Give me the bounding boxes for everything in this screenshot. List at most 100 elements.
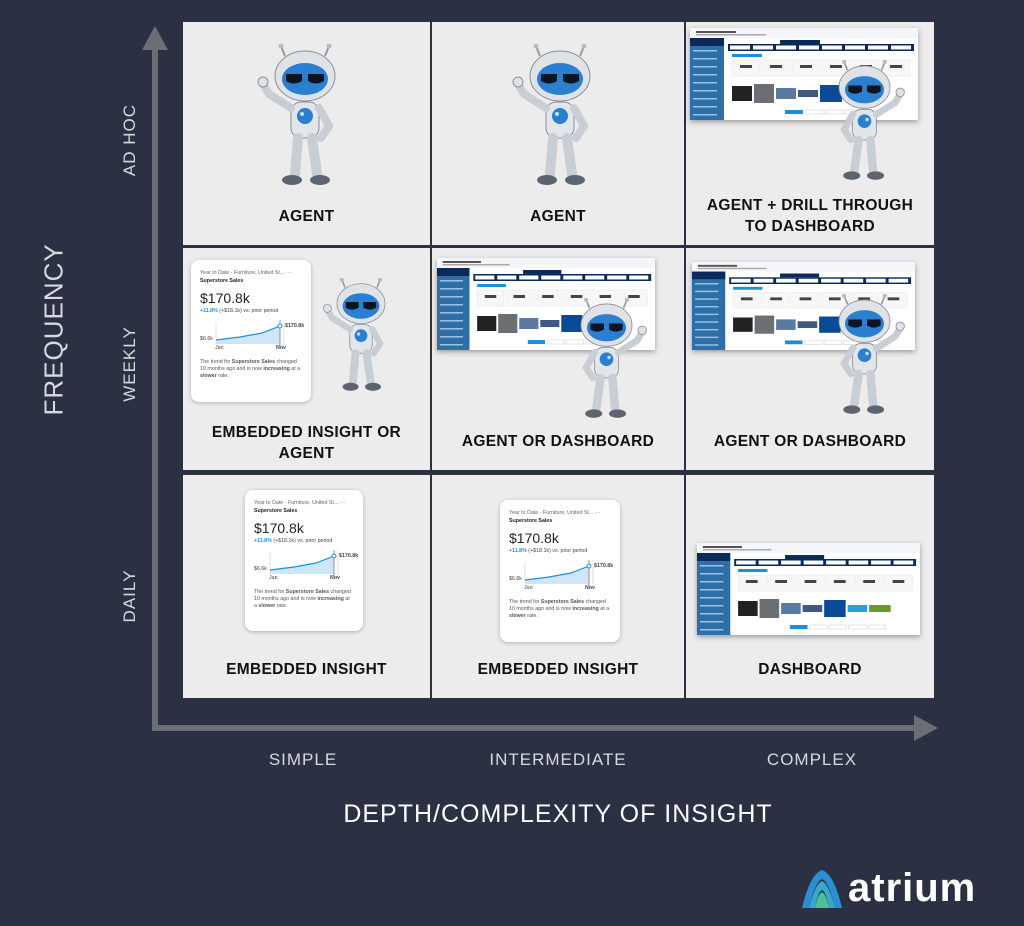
description-text: at a: [254, 596, 350, 609]
robot-icon: [838, 59, 905, 180]
change-rest: (+$18.1k) vs. prior period: [271, 538, 333, 544]
x-level-complex: COMPLEX: [766, 750, 858, 769]
change-pct: +11.8%: [200, 308, 218, 314]
dashboard-preview: [697, 543, 920, 635]
dashboard-preview: [690, 28, 918, 120]
cell-daily-simple: Year to Date - Furniture, United St... ·…: [183, 475, 430, 698]
description-text: slower: [258, 603, 276, 609]
change-pct: +11.8%: [254, 538, 272, 544]
logo-text: atrium: [848, 866, 977, 910]
description-text: changed 10 months ago and is now: [254, 589, 351, 602]
robot-agent-illustration: [255, 43, 355, 199]
insight-subtitle-text: Year to Date - Furniture, United St...: [254, 500, 339, 506]
x-end-label: Nov: [276, 345, 287, 351]
embedded-insight-card: Year to Date - Furniture, United St... ·…: [500, 500, 620, 642]
insight-description: The trend for Superstore Sales changed 1…: [509, 599, 611, 620]
insight-subtitle: Year to Date - Furniture, United St... ·…: [509, 510, 611, 516]
x-axis-title: DEPTH/COMPLEXITY OF INSIGHT: [343, 800, 773, 828]
robot-icon: [257, 43, 336, 185]
insight-change: +11.8% (+$18.1k) vs. prior period: [509, 548, 611, 554]
more-icon[interactable]: ···: [339, 500, 346, 506]
description-text: Superstore Sales: [285, 589, 330, 595]
axis-end-label: $170.8k: [339, 553, 359, 559]
y-level-daily: DAILY: [120, 569, 139, 623]
cell-weekly-intermediate: AGENT OR DASHBOARD: [432, 248, 684, 470]
axis-end-label: $170.8k: [285, 323, 305, 329]
robot-icon: [323, 277, 386, 391]
x-start-label: Jan: [215, 345, 224, 351]
robot-icon: [580, 297, 647, 418]
axis-min-label: $6.6k: [200, 336, 213, 342]
description-text: The trend for: [200, 359, 232, 365]
insight-sparkline: $6.6k $170.8k Jan Nov: [509, 558, 614, 594]
x-start-label: Jan: [524, 585, 533, 591]
more-icon[interactable]: ···: [285, 270, 292, 276]
embedded-insight-card: Year to Date - Furniture, United St... ·…: [191, 260, 311, 402]
description-text: slower: [200, 373, 217, 379]
label-line: TO DASHBOARD: [745, 218, 875, 235]
insight-title: Superstore Sales: [200, 278, 244, 284]
more-icon[interactable]: ···: [594, 510, 601, 516]
label-line: EMBEDDED INSIGHT OR: [211, 424, 402, 441]
axis-min-label: $6.6k: [509, 576, 522, 582]
insight-value: $170.8k: [200, 290, 250, 306]
cell-label: AGENT + DRILL THROUGH TO DASHBOARD: [686, 195, 934, 237]
description-text: Superstore Sales: [231, 359, 276, 365]
cell-label: AGENT OR DASHBOARD: [461, 433, 655, 450]
change-rest: (+$18.1k) vs. prior period: [526, 548, 588, 554]
description-text: The trend for: [254, 589, 286, 595]
insight-description: The trend for Superstore Sales changed 1…: [200, 359, 302, 380]
description-text: at a: [598, 606, 610, 612]
robot-icon: [838, 293, 905, 414]
robot-agent-illustration: [510, 43, 610, 199]
label-line: AGENT + DRILL THROUGH: [706, 197, 914, 214]
cell-label: AGENT: [278, 208, 335, 225]
x-axis-arrow-icon: [914, 715, 938, 741]
insight-change: +11.8% (+$18.1k) vs. prior period: [254, 538, 354, 544]
description-text: Superstore Sales: [540, 599, 585, 605]
label-line: AGENT: [278, 445, 335, 462]
robot-icon: [512, 43, 591, 185]
cell-label: DASHBOARD: [758, 661, 862, 678]
insight-subtitle-text: Year to Date - Furniture, United St...: [200, 270, 285, 276]
cell-daily-intermediate: Year to Date - Furniture, United St... ·…: [432, 475, 684, 698]
axis-end-label: $170.8k: [594, 563, 614, 569]
insight-title: Superstore Sales: [254, 508, 298, 514]
description-text: at a: [289, 366, 301, 372]
change-rest: (+$18.1k) vs. prior period: [217, 308, 279, 314]
insight-subtitle: Year to Date - Furniture, United St... ·…: [254, 500, 354, 506]
cell-adhoc-intermediate: AGENT: [432, 22, 684, 245]
cell-weekly-simple: Year to Date - Furniture, United St... ·…: [183, 248, 430, 470]
y-axis-arrow-icon: [142, 26, 168, 50]
description-text: The trend for: [509, 599, 541, 605]
atrium-logo: atrium: [800, 866, 976, 911]
change-pct: +11.8%: [509, 548, 527, 554]
description-text: increasing: [317, 596, 344, 602]
y-level-adhoc: AD HOC: [120, 103, 139, 177]
cell-adhoc-complex: AGENT + DRILL THROUGH TO DASHBOARD: [686, 22, 934, 245]
cell-label: EMBEDDED INSIGHT OR AGENT: [183, 422, 430, 464]
cell-label: EMBEDDED INSIGHT: [226, 661, 387, 678]
dashboard-thumbnail: [697, 543, 920, 635]
atrium-arch-icon: [802, 869, 842, 908]
description-text: changed 10 months ago and is now: [200, 359, 297, 372]
insight-description: The trend for Superstore Sales changed 1…: [254, 589, 354, 610]
insight-value: $170.8k: [509, 530, 559, 546]
robot-agent-illustration: [564, 297, 649, 430]
insight-sparkline: $6.6k $170.8k Jan Nov: [200, 318, 305, 354]
description-text: rate.: [275, 603, 288, 609]
description-text: rate.: [525, 613, 538, 619]
x-start-label: Jan: [269, 575, 278, 581]
description-text: increasing: [263, 366, 290, 372]
x-level-simple: SIMPLE: [268, 750, 338, 769]
description-text: rate.: [216, 373, 229, 379]
description-text: slower: [509, 613, 526, 619]
y-level-weekly: WEEKLY: [120, 326, 139, 402]
robot-agent-illustration: [822, 293, 907, 426]
description-text: changed 10 months ago and is now: [509, 599, 606, 612]
cell-label: AGENT: [530, 208, 586, 225]
insight-subtitle: Year to Date - Furniture, United St... ·…: [200, 270, 302, 276]
axis-min-label: $6.6k: [254, 566, 267, 572]
cell-label: AGENT OR DASHBOARD: [713, 433, 907, 450]
